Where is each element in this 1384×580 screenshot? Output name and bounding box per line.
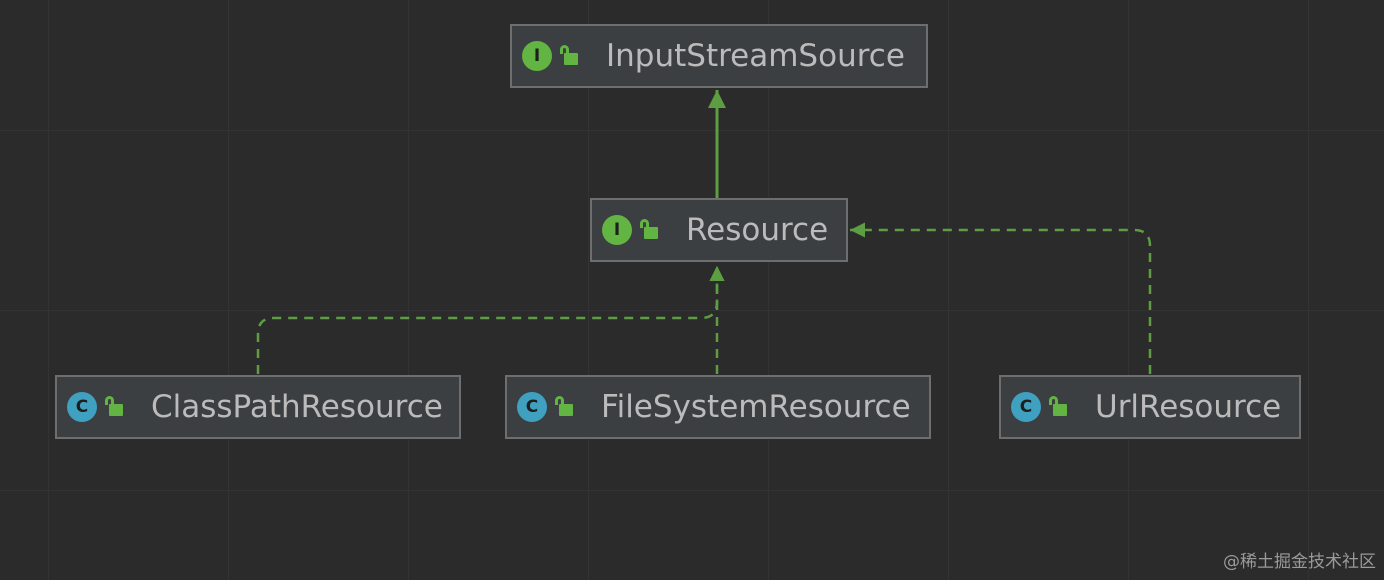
interface-icon: I <box>522 41 552 71</box>
class-icon: C <box>1011 392 1041 422</box>
class-icon: C <box>67 392 97 422</box>
node-resource[interactable]: I Resource <box>590 198 848 262</box>
node-label: ClassPathResource <box>151 389 443 425</box>
class-icon: C <box>517 392 547 422</box>
node-label: InputStreamSource <box>606 38 905 74</box>
open-lock-icon <box>638 215 662 245</box>
open-lock-icon <box>1047 392 1071 422</box>
open-lock-icon <box>558 41 582 71</box>
open-lock-icon <box>553 392 577 422</box>
node-file-system-resource[interactable]: C FileSystemResource <box>505 375 931 439</box>
edge-class-path-resource-implements-resource <box>256 266 725 374</box>
node-url-resource[interactable]: C UrlResource <box>999 375 1301 439</box>
node-label: Resource <box>686 212 829 248</box>
open-lock-icon <box>103 392 127 422</box>
interface-icon: I <box>602 215 632 245</box>
node-class-path-resource[interactable]: C ClassPathResource <box>55 375 461 439</box>
watermark: @稀土掘金技术社区 <box>1223 552 1376 572</box>
node-label: UrlResource <box>1095 389 1282 425</box>
node-label: FileSystemResource <box>601 389 911 425</box>
edge-url-resource-implements-resource <box>850 222 1152 374</box>
node-input-stream-source[interactable]: I InputStreamSource <box>510 24 928 88</box>
